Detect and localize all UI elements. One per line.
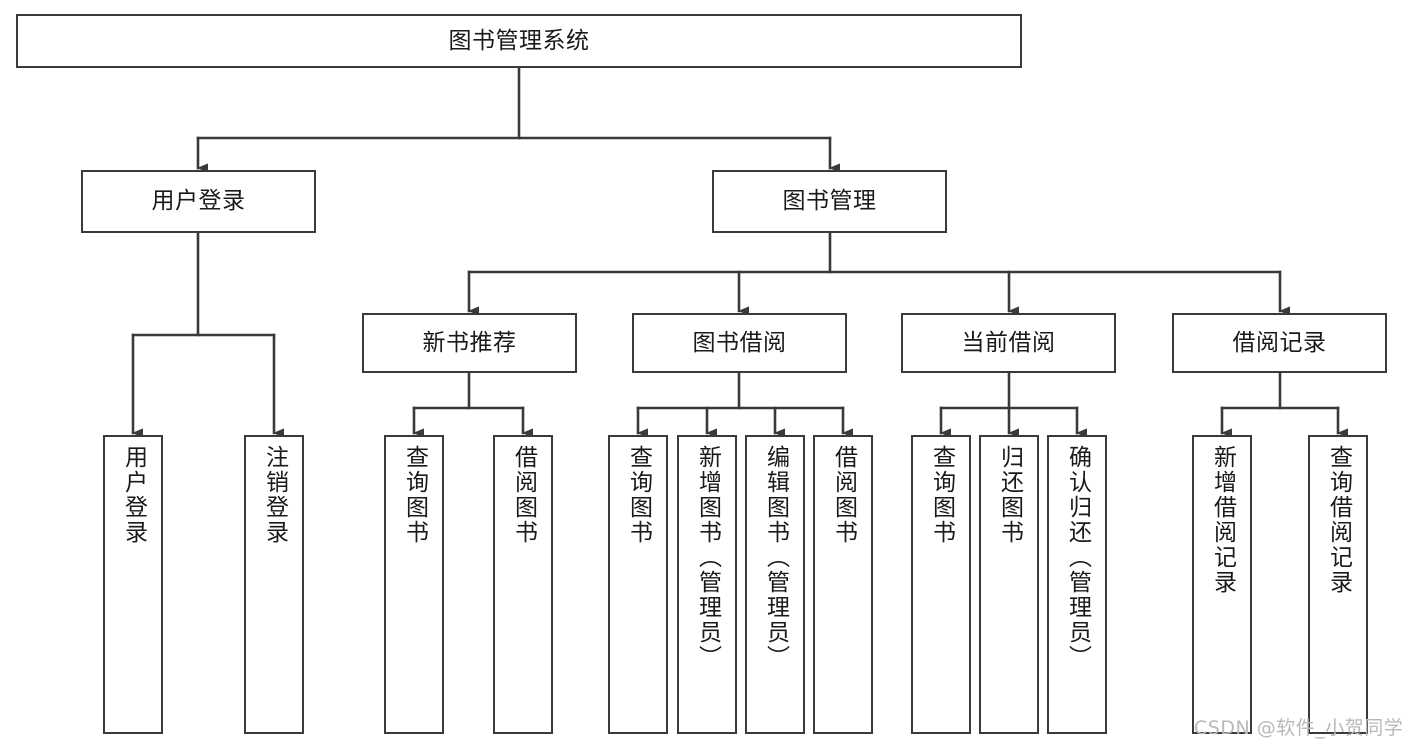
node-label: 查询图书 [625,445,652,545]
leaf-current-confirm-return-admin[interactable]: 确认归还（管理员） [1047,435,1107,734]
leaf-user-login-signin[interactable]: 用户登录 [103,435,163,734]
leaf-record-query-record[interactable]: 查询借阅记录 [1308,435,1368,734]
node-label: 用户登录 [151,188,246,215]
node-label: 编辑图书（管理员） [762,445,789,670]
node-label: 借阅记录 [1232,329,1327,356]
node-label: 新书推荐 [422,329,517,356]
node-current-borrow[interactable]: 当前借阅 [901,313,1116,373]
leaf-current-query-book[interactable]: 查询图书 [911,435,971,734]
node-label: 用户登录 [120,445,147,545]
node-label: 新增借阅记录 [1209,445,1236,595]
node-label: 图书管理 [782,188,877,215]
leaf-record-add-record[interactable]: 新增借阅记录 [1192,435,1252,734]
node-label: 查询图书 [401,445,428,545]
node-label: 借阅图书 [510,445,537,545]
node-root-book-management-system[interactable]: 图书管理系统 [16,14,1022,68]
node-book-borrow[interactable]: 图书借阅 [632,313,847,373]
leaf-borrow-edit-book-admin[interactable]: 编辑图书（管理员） [745,435,805,734]
node-new-book-recommend[interactable]: 新书推荐 [362,313,577,373]
leaf-borrow-add-book-admin[interactable]: 新增图书（管理员） [677,435,737,734]
node-label: 当前借阅 [961,329,1056,356]
leaf-borrow-borrow-book[interactable]: 借阅图书 [813,435,873,734]
node-label: 图书管理系统 [448,27,590,54]
leaf-current-return-book[interactable]: 归还图书 [979,435,1039,734]
node-user-login[interactable]: 用户登录 [81,170,316,233]
leaf-borrow-query-book[interactable]: 查询图书 [608,435,668,734]
leaf-user-login-signout[interactable]: 注销登录 [244,435,304,734]
node-label: 查询借阅记录 [1325,445,1352,595]
node-label: 确认归还（管理员） [1064,445,1091,670]
watermark-csdn: CSDN @软件_小贺同学 [1194,717,1404,739]
node-borrow-record[interactable]: 借阅记录 [1172,313,1387,373]
node-label: 图书借阅 [692,329,787,356]
node-label: 查询图书 [928,445,955,545]
node-label: 归还图书 [996,445,1023,545]
leaf-new-book-query[interactable]: 查询图书 [384,435,444,734]
node-label: 新增图书（管理员） [694,445,721,670]
node-label: 注销登录 [261,445,288,545]
leaf-new-book-borrow[interactable]: 借阅图书 [493,435,553,734]
node-book-management[interactable]: 图书管理 [712,170,947,233]
node-label: 借阅图书 [830,445,857,545]
